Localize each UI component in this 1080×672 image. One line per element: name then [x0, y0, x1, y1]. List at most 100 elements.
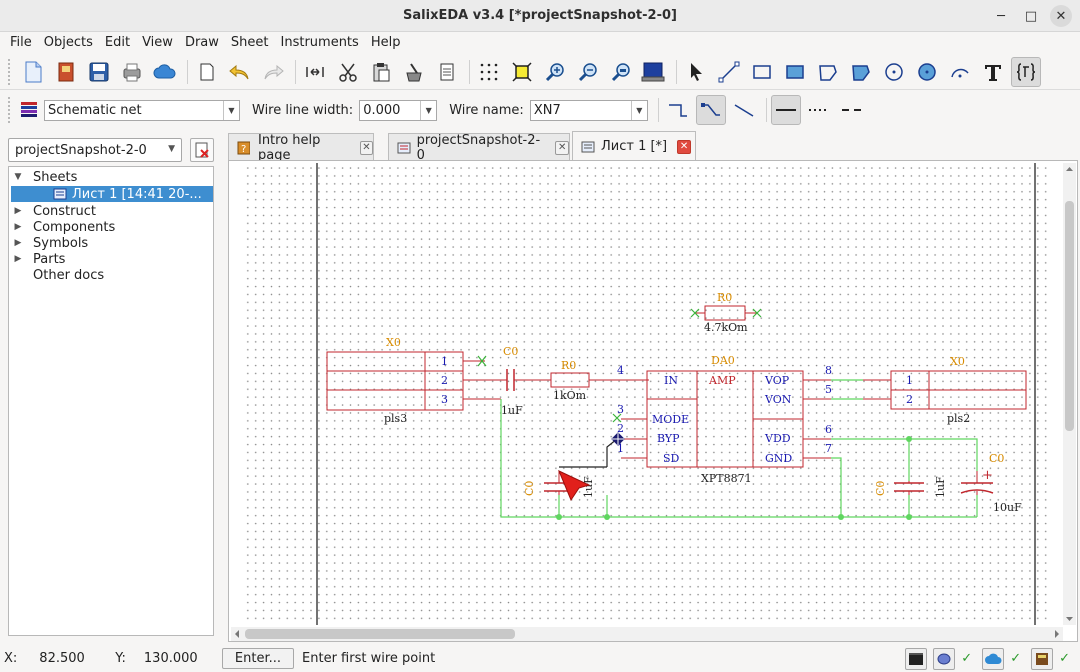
menu-edit[interactable]: Edit [104, 34, 131, 50]
sheet-icon [53, 188, 67, 200]
clear-icon[interactable] [399, 57, 429, 87]
menu-sheet[interactable]: Sheet [230, 34, 269, 50]
close-button[interactable]: ✕ [1050, 5, 1072, 27]
chip-da0[interactable]: DA0 AMP XPT8871 IN MODE BYP SD 4 3 2 1 V… [617, 354, 832, 485]
properties-icon[interactable] [432, 57, 462, 87]
resistor-r0-mid[interactable]: R0 1kOm [550, 359, 649, 402]
filled-polygon-tool-icon[interactable] [846, 57, 876, 87]
wire-orthogonal-icon[interactable] [663, 95, 693, 125]
toolbar-grip[interactable] [8, 97, 12, 123]
tab-intro-help[interactable]: ? Intro help page ✕ [228, 133, 374, 163]
part-name: pls3 [384, 412, 407, 425]
new-file-icon[interactable] [18, 57, 48, 87]
pin-label: VON [764, 393, 792, 406]
close-tab-icon[interactable]: ✕ [677, 139, 692, 154]
cloud-icon[interactable] [150, 57, 180, 87]
zoom-area-icon[interactable] [606, 57, 636, 87]
maximize-button[interactable]: □ [1024, 8, 1038, 24]
cloud-sync-icon[interactable] [982, 647, 1005, 670]
zoom-fit-icon[interactable] [507, 57, 537, 87]
close-tab-icon[interactable]: ✕ [359, 140, 373, 155]
library-icon[interactable] [1031, 647, 1054, 670]
project-tree[interactable]: ▼ Sheets Лист 1 [14:41 20-... ▶ Construc… [8, 166, 214, 636]
capacitor-c0-mid[interactable]: C0 1uF [874, 476, 947, 498]
expand-right-icon[interactable]: ▶ [14, 254, 22, 264]
grid-icon[interactable] [474, 57, 504, 87]
open-project-icon[interactable] [51, 57, 81, 87]
cut-icon[interactable] [333, 57, 363, 87]
tree-node-sheet-1[interactable]: Лист 1 [14:41 20-... [11, 186, 213, 202]
polygon-tool-icon[interactable] [813, 57, 843, 87]
expand-down-icon[interactable]: ▼ [14, 172, 22, 182]
project-icon [397, 142, 411, 153]
project-select[interactable]: projectSnapshot-2-0 ▼ [8, 138, 182, 162]
capacitor-c0-right[interactable]: + C0 10uF [960, 452, 1022, 514]
select-pointer-icon[interactable] [681, 57, 711, 87]
wire-width-input[interactable]: 0.000 ▼ [359, 99, 438, 121]
undo-icon[interactable] [225, 57, 255, 87]
close-project-button[interactable] [190, 138, 214, 162]
tree-node-symbols[interactable]: ▶ Symbols [11, 235, 89, 251]
menu-file[interactable]: File [10, 34, 32, 50]
text-tool-icon[interactable] [978, 57, 1008, 87]
wires[interactable] [500, 379, 978, 518]
toolbar-grip[interactable] [8, 58, 12, 85]
y-label: Y: [115, 651, 126, 666]
horizontal-scrollbar[interactable] [231, 627, 1063, 641]
tree-node-sheets[interactable]: ▼ Sheets [11, 169, 78, 185]
close-tab-icon[interactable]: ✕ [555, 140, 569, 155]
wire-diagonal-icon[interactable] [729, 95, 759, 125]
field-tool-icon[interactable] [1011, 56, 1041, 87]
mirror-icon[interactable] [300, 57, 330, 87]
expand-right-icon[interactable]: ▶ [14, 238, 22, 248]
expand-right-icon[interactable]: ▶ [14, 206, 22, 216]
tree-node-components[interactable]: ▶ Components [11, 219, 116, 235]
line-solid-icon[interactable] [770, 95, 801, 125]
main-toolbar [0, 54, 1080, 90]
zoom-out-icon[interactable] [573, 57, 603, 87]
pin-number: 4 [617, 364, 624, 377]
connector-x0-left[interactable]: 1 2 3 X0 pls3 [326, 336, 501, 425]
menu-help[interactable]: Help [370, 34, 401, 50]
paste-icon[interactable] [366, 57, 396, 87]
monitor-icon[interactable] [639, 57, 669, 87]
wire-name-input[interactable]: XN7 ▼ [529, 99, 648, 121]
wire-angled-icon[interactable] [695, 95, 726, 125]
enter-coords-button[interactable]: Enter... [221, 648, 295, 669]
circle-tool-icon[interactable] [879, 57, 909, 87]
connector-x0-right[interactable]: 1 2 X0 pls2 [863, 355, 1027, 425]
globe-icon[interactable] [933, 647, 956, 670]
tab-label: projectSnapshot-2-0 [416, 132, 541, 163]
resistor-r0-top[interactable]: R0 4.7kOm [690, 291, 762, 334]
capacitor-c0-top[interactable]: C0 1uF [501, 345, 551, 417]
tree-node-construct[interactable]: ▶ Construct [11, 203, 96, 219]
arc-tool-icon[interactable] [945, 57, 975, 87]
menu-draw[interactable]: Draw [184, 34, 219, 50]
schematic-canvas[interactable]: 1 2 3 X0 pls3 C0 1uF R0 1kOm [228, 160, 1078, 642]
save-icon[interactable] [84, 57, 114, 87]
line-tool-icon[interactable] [714, 57, 744, 87]
menu-view[interactable]: View [142, 34, 173, 50]
redo-icon[interactable] [258, 57, 288, 87]
pin-number: 3 [441, 393, 448, 406]
net-type-select[interactable]: Schematic net ▼ [44, 99, 240, 121]
menu-objects[interactable]: Objects [43, 34, 93, 50]
rect-tool-icon[interactable] [747, 57, 777, 87]
print-icon[interactable] [117, 57, 147, 87]
line-dotted-icon[interactable] [804, 95, 834, 125]
menu-instruments[interactable]: Instruments [280, 34, 359, 50]
record-icon[interactable] [905, 647, 928, 670]
minimize-button[interactable]: ─ [997, 8, 1005, 24]
expand-right-icon[interactable]: ▶ [14, 222, 22, 232]
vertical-scrollbar[interactable] [1063, 163, 1076, 625]
line-dashed-icon[interactable] [837, 95, 867, 125]
tab-sheet-1[interactable]: Лист 1 [*] ✕ [572, 131, 696, 161]
tab-project[interactable]: projectSnapshot-2-0 ✕ [388, 132, 570, 163]
tree-node-parts[interactable]: ▶ Parts [11, 251, 66, 267]
tree-node-other-docs[interactable]: Other docs [11, 267, 104, 283]
part-ref: R0 [561, 359, 576, 372]
filled-rect-tool-icon[interactable] [780, 57, 810, 87]
zoom-in-icon[interactable] [540, 57, 570, 87]
page-icon[interactable] [192, 57, 222, 87]
filled-circle-tool-icon[interactable] [912, 57, 942, 87]
